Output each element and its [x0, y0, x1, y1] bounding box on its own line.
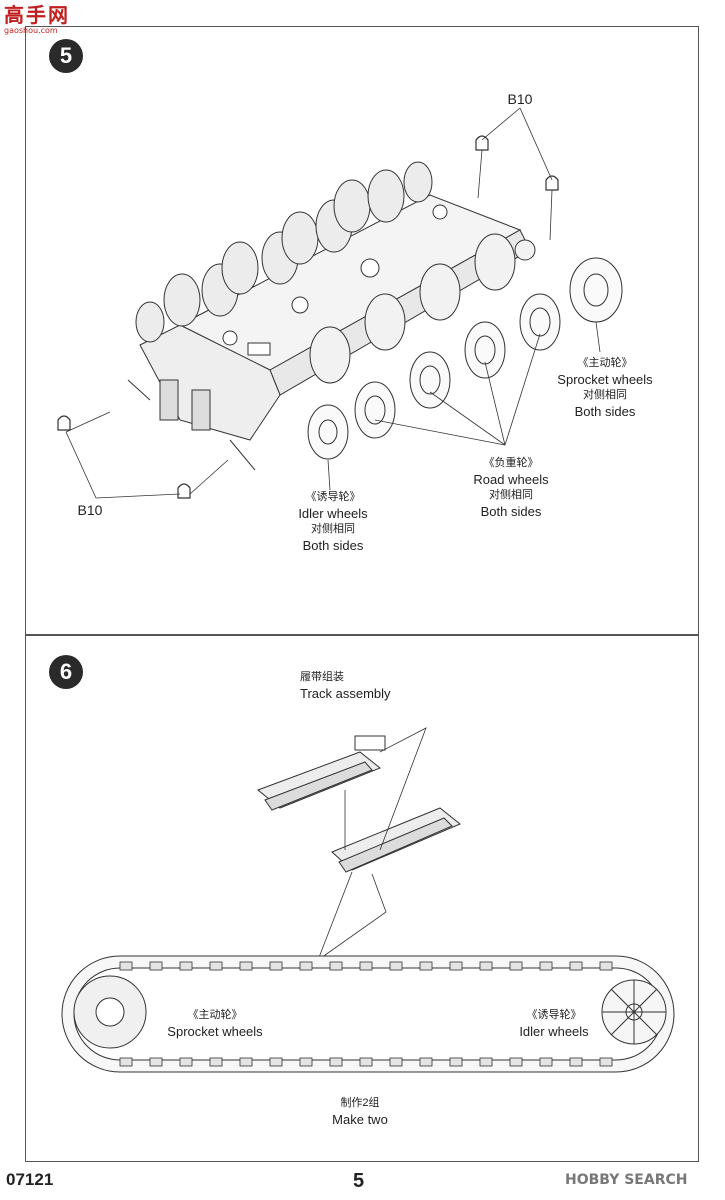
full-track-loop: [61, 955, 675, 1073]
road-cn: 《负重轮》: [483, 457, 539, 469]
hobby-search-logo: HOBBY SEARCH: [565, 1172, 688, 1188]
make-en: Make two: [332, 1112, 388, 1127]
loose-idler-wheel: [307, 404, 349, 460]
kit-code: 07121: [6, 1170, 54, 1189]
road-en: Road wheels: [473, 472, 549, 487]
track-segment-upper: [257, 735, 386, 811]
sprocket-sides-cn: 对侧相同: [583, 389, 627, 401]
page-number: 5: [353, 1170, 365, 1192]
sprocket6-en: Sprocket wheels: [167, 1024, 263, 1039]
leader-lines-step5: [65, 107, 601, 499]
near-side-road-wheels: [309, 233, 536, 384]
idler-sides-cn: 对侧相同: [311, 523, 355, 535]
idler-cn: 《诱导轮》: [305, 491, 361, 503]
step5-panel: [25, 26, 699, 636]
track-assembly-cn: 履带组装: [300, 671, 344, 683]
sprocket-sides-en: Both sides: [574, 404, 636, 419]
watermark-brand: 高手网: [4, 3, 70, 27]
track-sprocket-wheel: [73, 975, 147, 1049]
road-wheels-label: 《负重轮》 Road wheels 对侧相同 Both sides: [446, 456, 576, 520]
track-assembly-guides: [317, 727, 427, 962]
sprocket-label-step5: 《主动轮》 Sprocket wheels 对侧相同 Both sides: [540, 356, 670, 420]
track-assembly-en: Track assembly: [300, 686, 391, 701]
track-assembly-title: 履带组装 Track assembly: [300, 670, 470, 702]
idler6-en: Idler wheels: [519, 1024, 589, 1039]
sprocket-en: Sprocket wheels: [557, 372, 653, 387]
idler-label-step6: 《诱导轮》 Idler wheels: [494, 1008, 614, 1040]
step6-badge: 6: [49, 655, 83, 689]
b10-hooks: [57, 135, 559, 499]
track-idler-wheel: [601, 979, 667, 1045]
idler-en: Idler wheels: [298, 506, 368, 521]
make-two-label: 制作2组 Make two: [300, 1096, 420, 1128]
idler-sides-en: Both sides: [302, 538, 364, 553]
watermark-site: gaoshou.com: [4, 26, 58, 35]
idler-label-step5: 《诱导轮》 Idler wheels 对侧相同 Both sides: [268, 490, 398, 554]
step6-panel: [25, 634, 699, 1162]
sprocket6-cn: 《主动轮》: [187, 1009, 243, 1021]
far-side-road-wheels: [135, 161, 433, 343]
make-cn: 制作2组: [340, 1097, 380, 1109]
road-sides-en: Both sides: [480, 504, 542, 519]
b10-label-top: B10: [507, 91, 533, 107]
idler6-cn: 《诱导轮》: [526, 1009, 582, 1021]
road-sides-cn: 对侧相同: [489, 489, 533, 501]
track-links: [119, 961, 613, 1067]
track-segment-lower: [331, 807, 461, 873]
sprocket-label-step6: 《主动轮》 Sprocket wheels: [150, 1008, 280, 1040]
loose-road-wheels: [354, 293, 561, 439]
sprocket-cn: 《主动轮》: [577, 357, 633, 369]
b10-label-left: B10: [77, 502, 103, 518]
watermark-logo: 高手网 gaoshou.com: [4, 3, 70, 35]
loose-sprocket-wheel: [569, 257, 623, 323]
step5-badge: 5: [49, 39, 83, 73]
